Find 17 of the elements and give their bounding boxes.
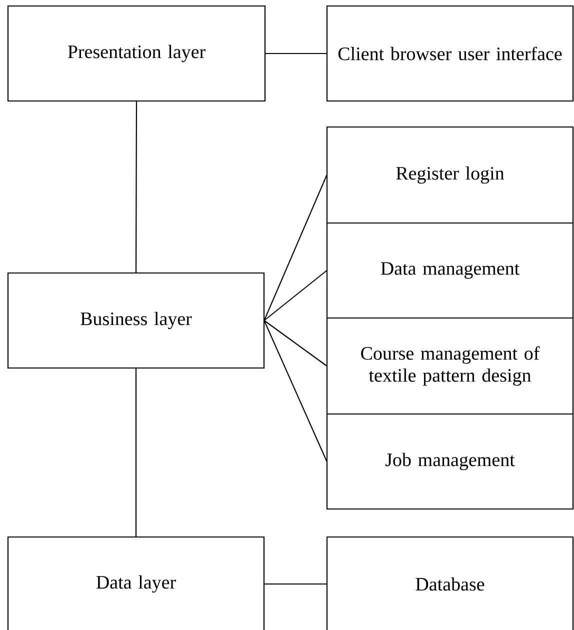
layer-box: Data layer: [7, 536, 265, 630]
layer-box: Course management of textile pattern design: [326, 317, 574, 415]
layer-box: Business layer: [7, 272, 265, 369]
connector-line: [264, 320, 328, 462]
connector-line: [265, 52, 327, 54]
layer-box: Presentation layer: [7, 5, 266, 102]
connector-line: [135, 101, 138, 273]
layer-box: Register login: [326, 126, 574, 224]
connector-line: [264, 583, 327, 585]
layer-box: Job management: [326, 413, 574, 510]
layer-box: Database: [326, 536, 574, 630]
connector-line: [135, 368, 137, 537]
connector-line: [264, 270, 328, 321]
connector-line: [264, 174, 328, 321]
layer-box: Data management: [326, 222, 574, 319]
connector-line: [264, 320, 328, 366]
layer-box: Client browser user interface: [326, 5, 574, 102]
